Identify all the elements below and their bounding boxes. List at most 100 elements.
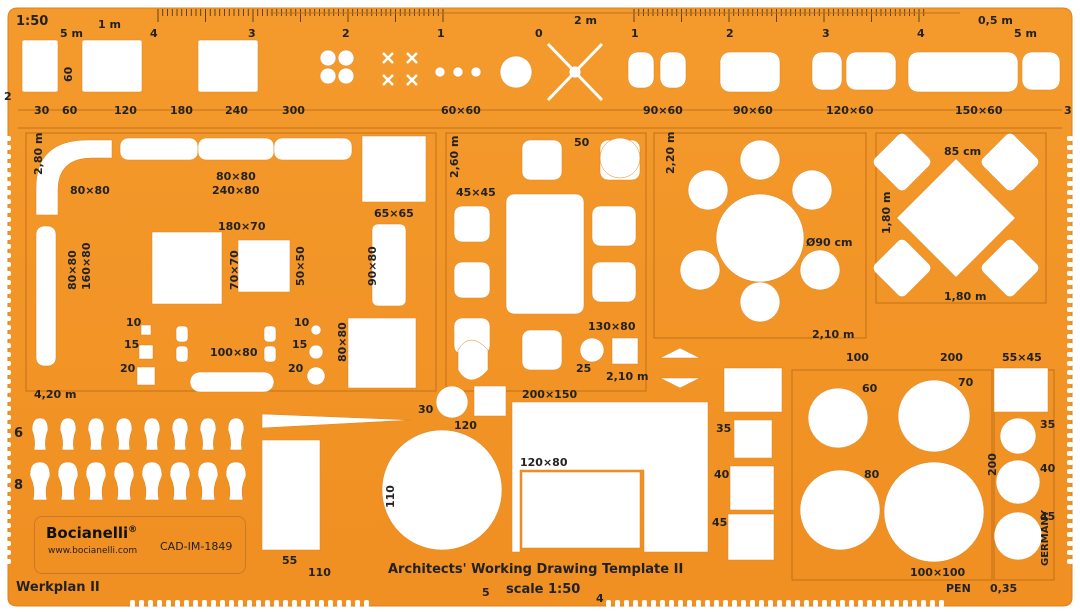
label-200x150: 200×150 xyxy=(522,388,578,401)
label-240x80: 240×80 xyxy=(212,184,260,197)
ruler-label-1: 1 xyxy=(437,27,445,40)
toilet-small xyxy=(143,417,161,451)
ruler-label-5m-right: 5 m xyxy=(1014,27,1037,40)
star-mark xyxy=(470,66,482,78)
edge-notch-right xyxy=(1067,343,1073,348)
edge-notch-bottom xyxy=(876,600,881,607)
edge-notch-right xyxy=(1067,451,1073,456)
label-25: 25 xyxy=(576,362,592,375)
edge-notch-right xyxy=(1067,514,1073,519)
edge-notch-left xyxy=(5,541,11,546)
edge-notch-right xyxy=(1067,415,1073,420)
edge-notch-right xyxy=(1067,235,1073,240)
cabinet-cutout xyxy=(21,39,59,93)
edge-notch-right xyxy=(1067,379,1073,384)
edge-notch-right xyxy=(1067,262,1073,267)
edge-notch-right xyxy=(1067,289,1073,294)
toilet-large xyxy=(141,461,163,501)
edge-notch-bottom xyxy=(795,600,800,607)
square-small xyxy=(136,366,156,386)
ruler-label-5m-left: 5 m xyxy=(60,27,83,40)
edge-notch-left xyxy=(5,217,11,222)
edge-notch-right xyxy=(1067,469,1073,474)
edge-notch-right xyxy=(1067,208,1073,213)
edge-notch-bottom xyxy=(193,600,198,607)
edge-notch-right xyxy=(1067,388,1073,393)
bathtub-200x150 xyxy=(511,401,709,553)
edge-notch-bottom xyxy=(822,600,827,607)
edge-notch-bottom xyxy=(669,600,674,607)
ruler-label-r4: 4 xyxy=(917,27,925,40)
label-300: 300 xyxy=(282,104,305,117)
label-120-bath: 120 xyxy=(454,419,477,432)
sink-basin xyxy=(719,51,781,93)
label-80x80-bottom: 80×80 xyxy=(336,322,349,362)
edge-notch-bottom xyxy=(265,600,270,607)
edge-notch-right xyxy=(1067,280,1073,285)
label-110-vertical: 110 xyxy=(384,485,397,508)
edge-notch-right xyxy=(1067,352,1073,357)
edge-notch-bottom xyxy=(813,600,818,607)
template-scale: scale 1:50 xyxy=(506,582,581,597)
ruler-label-0-5m: 0,5 m xyxy=(978,14,1013,27)
edge-notch-right xyxy=(1067,307,1073,312)
edge-notch-bottom xyxy=(328,600,333,607)
basin-70 xyxy=(897,379,971,453)
edge-notch-bottom xyxy=(768,600,773,607)
arrow-shape xyxy=(659,347,701,389)
hob-circle xyxy=(319,67,337,85)
basin-square xyxy=(473,385,507,417)
edge-notch-bottom xyxy=(939,600,944,607)
edge-notch-bottom xyxy=(840,600,845,607)
edge-notch-right xyxy=(1067,145,1073,150)
edge-notch-bottom xyxy=(831,600,836,607)
square-small xyxy=(140,324,152,336)
edge-notch-bottom xyxy=(903,600,908,607)
pen-size: 0,35 xyxy=(990,582,1018,595)
label-60x60: 60×60 xyxy=(441,104,481,117)
label-35-shower: 35 xyxy=(1040,418,1056,431)
edge-notch-left xyxy=(5,559,11,564)
label-4-20m: 4,20 m xyxy=(34,388,77,401)
brand-name-text: Bocianelli xyxy=(46,524,129,542)
sink-basin xyxy=(811,51,843,91)
label-2-20m: 2,20 m xyxy=(664,131,677,174)
edge-notch-left xyxy=(5,478,11,483)
edge-notch-left xyxy=(5,298,11,303)
round-chair xyxy=(679,249,721,291)
edge-notch-bottom xyxy=(157,600,162,607)
stool xyxy=(263,325,277,343)
edge-notch-left xyxy=(5,424,11,429)
label-55: 55 xyxy=(282,554,298,567)
label-50: 50 xyxy=(574,136,590,149)
edge-notch-left xyxy=(5,172,11,177)
edge-notch-left xyxy=(5,262,11,267)
edge-notch-left xyxy=(5,325,11,330)
circle-small xyxy=(306,366,326,386)
edge-notch-left xyxy=(5,253,11,258)
sofa-segment xyxy=(119,137,199,161)
armchair-square xyxy=(361,135,427,203)
label-80x80-left: 80×80 xyxy=(66,250,79,290)
edge-notch-right xyxy=(1067,334,1073,339)
edge-notch-right xyxy=(1067,424,1073,429)
dining-chair xyxy=(453,205,491,243)
ruler-label-2: 2 xyxy=(342,27,350,40)
edge-notch-left xyxy=(5,379,11,384)
label-15-right: 15 xyxy=(292,338,308,351)
label-120: 120 xyxy=(114,104,137,117)
label-20-left: 20 xyxy=(120,362,136,375)
edge-notch-right xyxy=(1067,244,1073,249)
round-table xyxy=(715,193,805,283)
label-65x65: 65×65 xyxy=(374,207,414,220)
edge-notch-bottom xyxy=(705,600,710,607)
hob-circle xyxy=(319,49,337,67)
edge-notch-left xyxy=(5,163,11,168)
edge-notch-right xyxy=(1067,217,1073,222)
toilet-small xyxy=(59,417,77,451)
side-mark-2: 2 xyxy=(4,90,12,103)
label-80x80-sofa: 80×80 xyxy=(216,170,256,183)
round-chair xyxy=(739,139,781,181)
cross-mark xyxy=(382,74,394,86)
label-50x50: 50×50 xyxy=(294,246,307,286)
